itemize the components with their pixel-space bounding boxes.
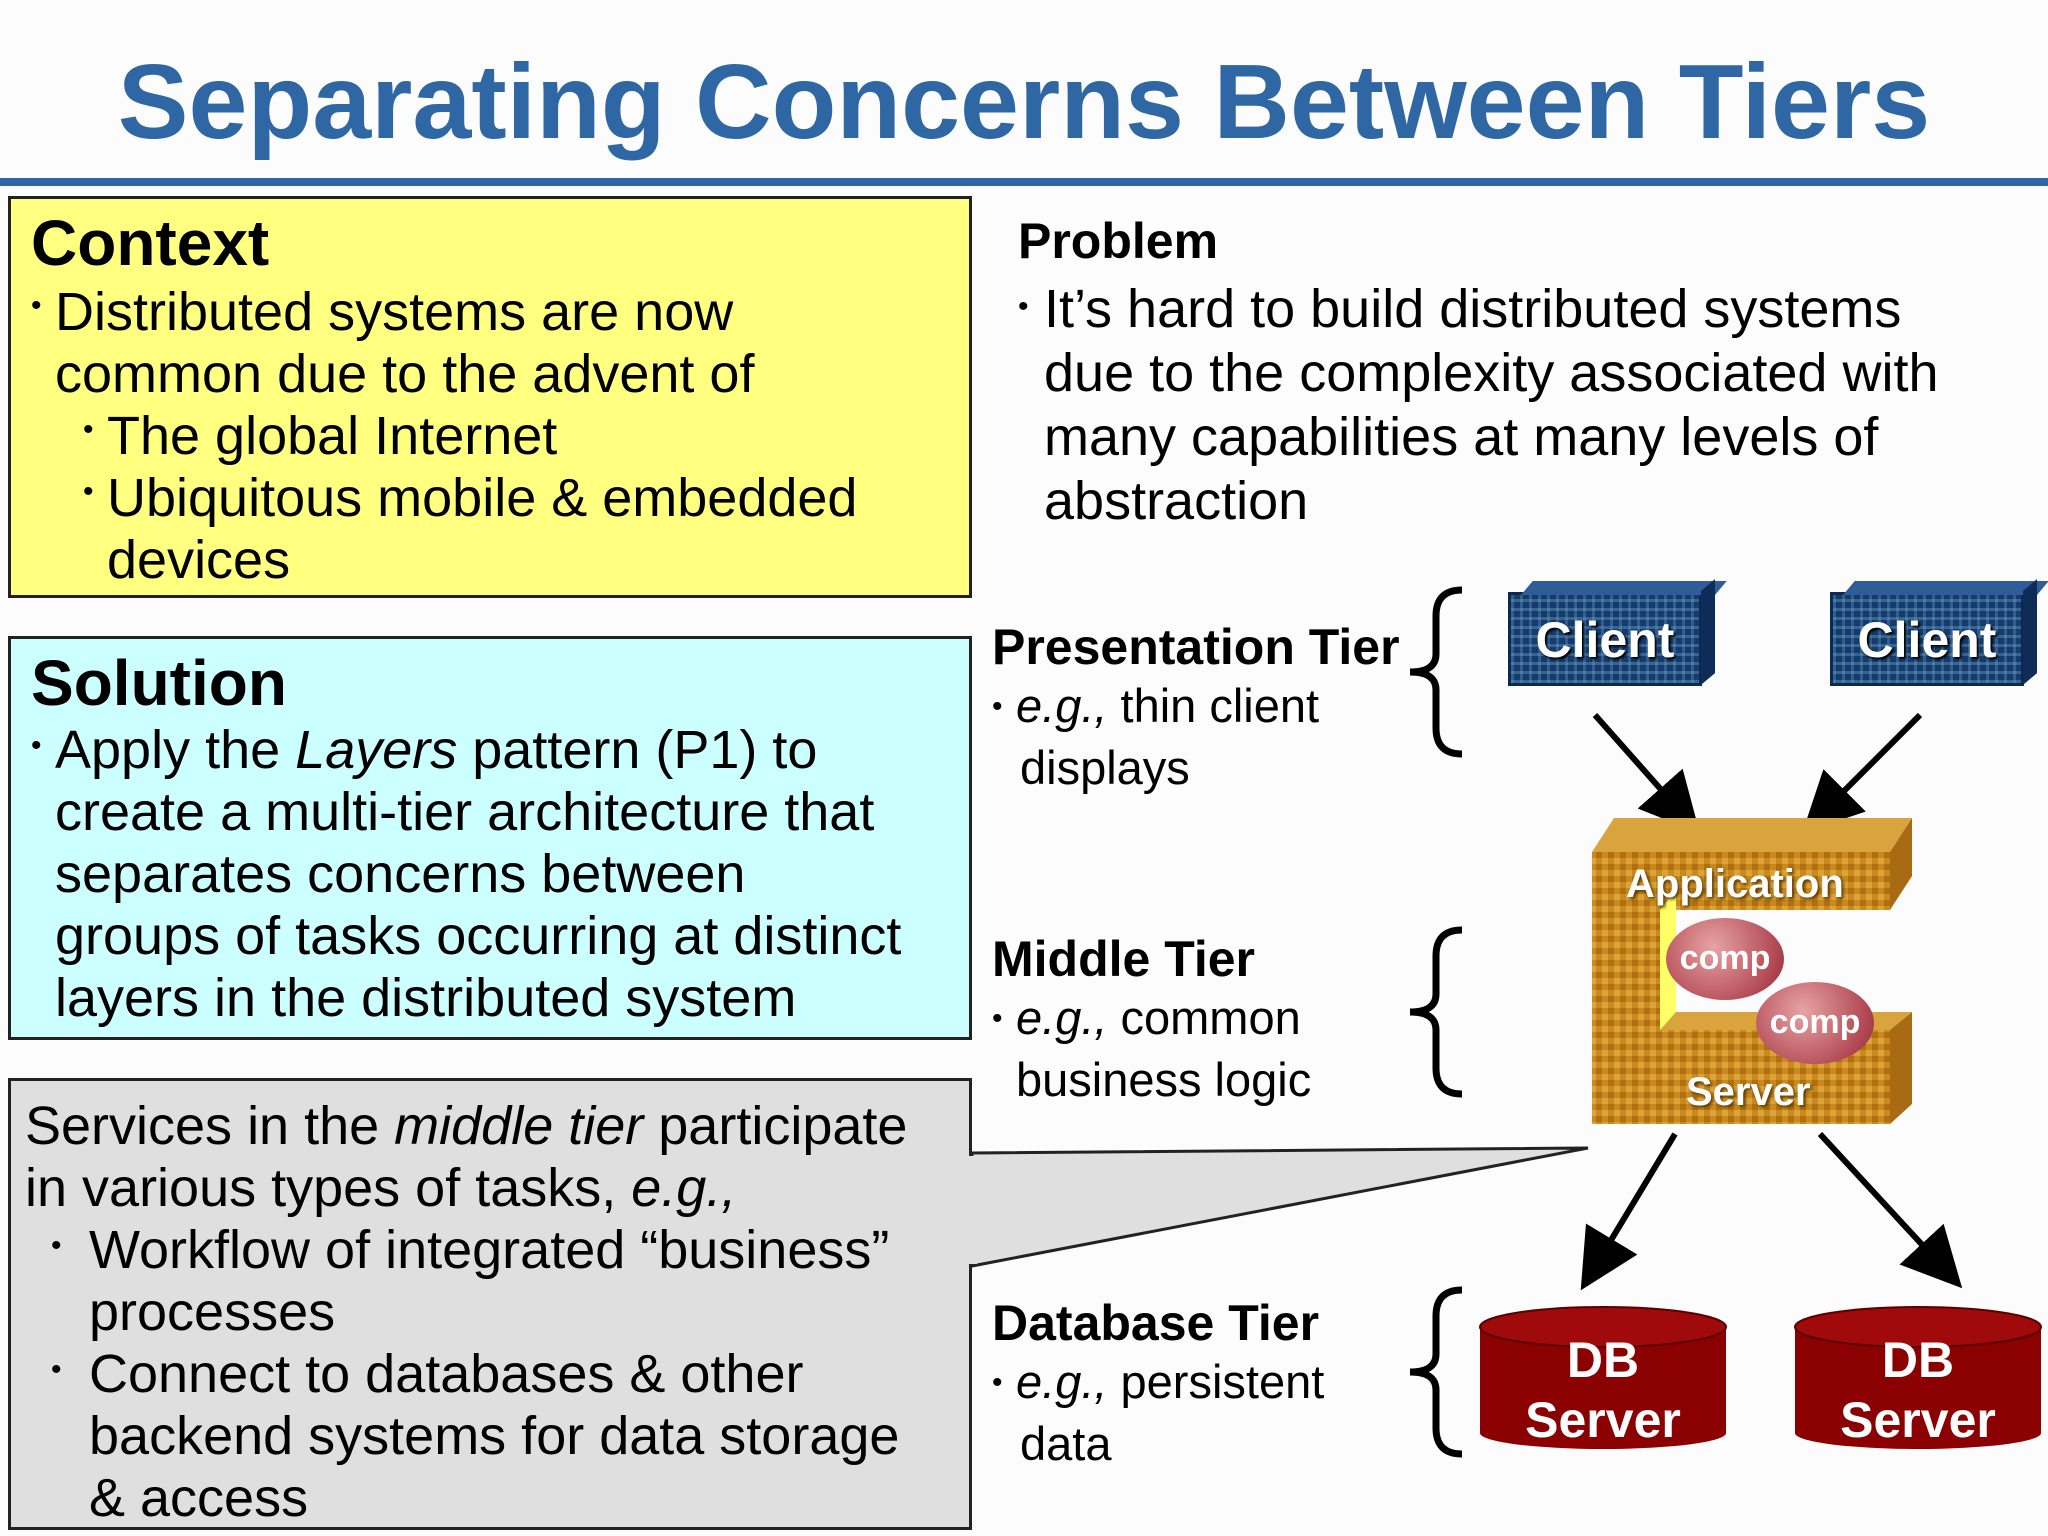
context-sub-2: Ubiquitous mobile & embedded (107, 468, 858, 528)
middle-tier-title: Middle Tier (992, 931, 1256, 987)
middle-brace (1409, 926, 1463, 1098)
services-callout: Services in the middle tier participate … (8, 1078, 972, 1530)
client-node-1: Client (1508, 592, 1702, 686)
solution-line-1: Apply the Layers pattern (P1) to (55, 720, 818, 780)
bullet-dot: • (1018, 290, 1029, 323)
solution-heading: Solution (31, 647, 287, 719)
problem-line-1: It’s hard to build distributed systems (1044, 279, 1902, 339)
bullet-dot: • (992, 1002, 1003, 1035)
title-rule (0, 178, 2048, 186)
services-bullet-1: Workflow of integrated “business” (89, 1220, 890, 1280)
client-node-2: Client (1830, 592, 2024, 686)
arrow-client1-app (1592, 713, 1700, 834)
database-tier-desc-1: e.g., persistent (1016, 1355, 1325, 1408)
bullet-dot: • (31, 289, 42, 322)
middle-tier-desc-1: e.g., common (1016, 991, 1301, 1044)
services-bullet-2-cont2: & access (89, 1468, 309, 1528)
bullet-dot: • (31, 729, 42, 762)
middle-tier-desc-2: business logic (1016, 1053, 1312, 1106)
comp-node-1: comp (1666, 918, 1784, 1000)
presentation-tier-desc-1: e.g., thin client (1016, 679, 1320, 732)
solution-line-3: separates concerns between (55, 844, 746, 904)
database-tier-title: Database Tier (992, 1295, 1320, 1351)
arrow-server-db2 (1817, 1131, 1963, 1289)
slide-title: Separating Concerns Between Tiers (117, 43, 1931, 161)
db-server-cylinder-2 (1794, 1306, 2042, 1449)
solution-line-5: layers in the distributed system (55, 968, 797, 1028)
db-server-1-label-line1: DB (1566, 1332, 1640, 1388)
problem-heading: Problem (1018, 213, 1219, 269)
bullet-dot: • (83, 413, 94, 446)
problem-line-4: abstraction (1044, 471, 1309, 531)
arrow-client2-app (1802, 712, 1923, 833)
presentation-tier-desc-2: displays (1020, 741, 1190, 794)
services-line-1: Services in the middle tier participate (25, 1096, 908, 1156)
services-bullet-2: Connect to databases & other (89, 1344, 804, 1404)
application-label: Application (1626, 862, 1844, 906)
db-server-1-label-line2: Server (1525, 1392, 1681, 1448)
context-heading: Context (31, 207, 270, 279)
bullet-dot: • (992, 1366, 1003, 1399)
context-line-2: common due to the advent of (55, 344, 755, 404)
problem-line-2: due to the complexity associated with (1044, 343, 1939, 403)
arrow-server-db1 (1580, 1132, 1678, 1291)
bullet-dot: • (51, 1229, 62, 1262)
solution-box: Solution • Apply the Layers pattern (P1)… (8, 636, 972, 1040)
bullet-dot: • (83, 475, 94, 508)
services-bullet-2-cont: backend systems for data storage (89, 1406, 900, 1466)
db-server-2-label-line1: DB (1881, 1332, 1955, 1388)
bullet-dot: • (51, 1353, 62, 1386)
comp-node-2: comp (1756, 982, 1874, 1064)
bullet-dot: • (992, 690, 1003, 723)
context-box: Context • Distributed systems are now co… (8, 196, 972, 598)
application-server-block (1592, 818, 1912, 1124)
server-label: Server (1686, 1070, 1811, 1114)
services-bullet-1-cont: processes (89, 1282, 336, 1342)
presentation-tier-title: Presentation Tier (992, 619, 1400, 675)
database-brace (1409, 1286, 1463, 1458)
context-line-1: Distributed systems are now (55, 282, 734, 342)
database-tier-desc-2: data (1020, 1417, 1112, 1470)
services-line-2: in various types of tasks, e.g., (25, 1158, 737, 1218)
db-server-cylinder-1 (1479, 1306, 1727, 1449)
context-sub-1: The global Internet (107, 406, 558, 466)
context-sub-3: devices (107, 530, 291, 590)
solution-line-2: create a multi-tier architecture that (55, 782, 875, 842)
presentation-brace (1409, 586, 1463, 758)
db-server-2-label-line2: Server (1840, 1392, 1996, 1448)
problem-line-3: many capabilities at many levels of (1044, 407, 1879, 467)
solution-line-4: groups of tasks occurring at distinct (55, 906, 902, 966)
callout-pointer (970, 1146, 1589, 1268)
